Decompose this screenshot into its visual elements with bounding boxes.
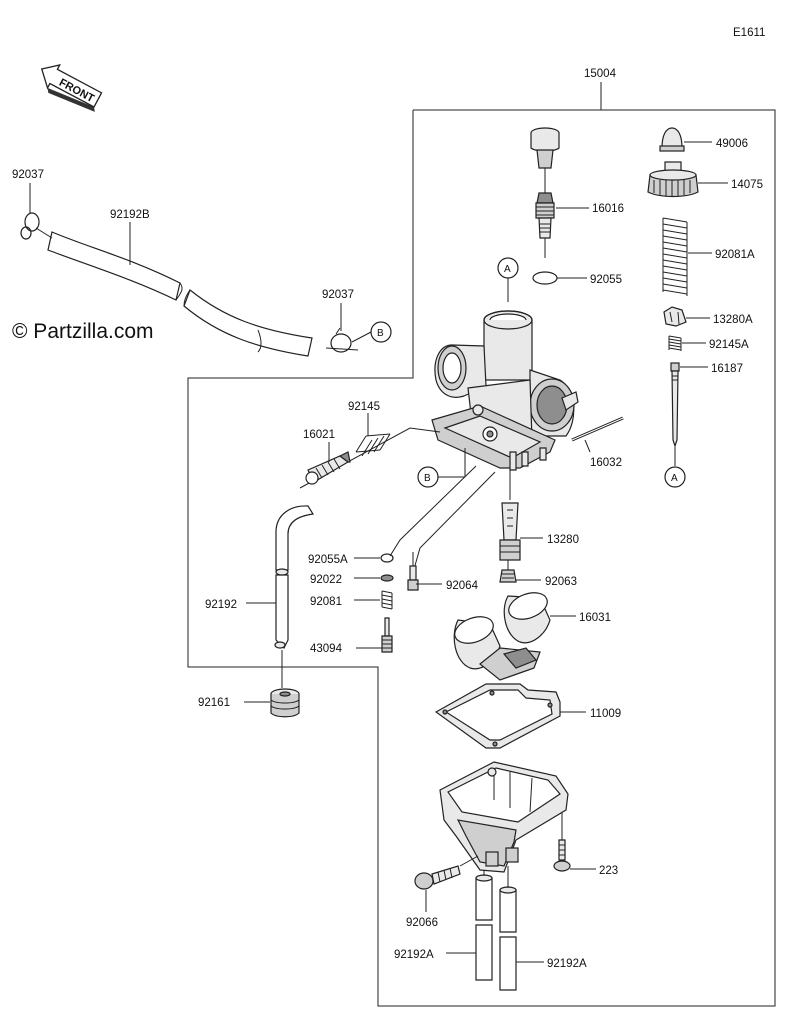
ref-marker-b-top-text: B bbox=[377, 328, 384, 339]
drain-screw-92066 bbox=[414, 855, 479, 890]
main-jet-92063 bbox=[499, 560, 517, 583]
label-13280a: 13280A bbox=[713, 314, 753, 326]
label-92192b: 92192B bbox=[110, 209, 150, 221]
retainer-13280a bbox=[663, 306, 687, 327]
label-43094: 43094 bbox=[310, 643, 343, 655]
assembly-frame bbox=[187, 109, 776, 1007]
washer-92022 bbox=[380, 574, 394, 582]
hose-clamp-top bbox=[20, 212, 53, 240]
spring-92145 bbox=[355, 433, 391, 457]
label-92055: 92055 bbox=[590, 274, 622, 286]
label-92145a: 92145A bbox=[709, 339, 749, 351]
assembly-label: 15004 bbox=[584, 68, 617, 80]
label-92145: 92145 bbox=[348, 401, 380, 413]
cap-49006 bbox=[659, 127, 685, 152]
spring-92081a bbox=[662, 217, 688, 296]
jet-92064 bbox=[407, 552, 419, 591]
label-92192a-right: 92192A bbox=[547, 958, 587, 970]
jet-needle-16187 bbox=[670, 362, 680, 448]
label-92161: 92161 bbox=[198, 697, 230, 709]
label-92022: 92022 bbox=[310, 574, 342, 586]
label-16016: 16016 bbox=[592, 203, 624, 215]
label-16032: 16032 bbox=[590, 457, 622, 469]
float-bowl bbox=[439, 761, 569, 873]
oring-92055a bbox=[380, 553, 394, 563]
spring-92145a bbox=[668, 335, 682, 351]
needle-jet-13280 bbox=[499, 470, 521, 561]
gasket-11009 bbox=[434, 683, 561, 749]
float-16031 bbox=[453, 592, 551, 681]
label-92066: 92066 bbox=[406, 917, 438, 929]
ref-marker-a-right bbox=[664, 466, 686, 488]
ref-marker-b-body-text: B bbox=[424, 473, 431, 484]
label-92064: 92064 bbox=[446, 580, 479, 592]
label-92037-mid: 92037 bbox=[322, 289, 354, 301]
ref-marker-b-top bbox=[370, 321, 392, 343]
front-direction-arrow: FRONT bbox=[40, 64, 103, 112]
label-16031: 16031 bbox=[579, 612, 611, 624]
oring-92055 bbox=[532, 271, 558, 285]
breather-hose bbox=[47, 231, 313, 357]
pilot-screw-16021 bbox=[305, 451, 351, 485]
watermark: © Partzilla.com bbox=[12, 320, 154, 343]
carburetor-body bbox=[431, 310, 579, 471]
label-92192: 92192 bbox=[205, 599, 237, 611]
label-14075: 14075 bbox=[731, 179, 763, 191]
label-16021: 16021 bbox=[303, 429, 335, 441]
diagram-code: E1611 bbox=[733, 27, 765, 39]
ref-marker-a-right-text: A bbox=[671, 473, 678, 484]
plunger-16016 bbox=[530, 127, 560, 258]
cap-92161 bbox=[270, 688, 300, 718]
screw-43094 bbox=[381, 617, 393, 653]
ref-marker-a-top-text: A bbox=[504, 264, 511, 275]
spring-92081 bbox=[381, 590, 393, 610]
label-223: 223 bbox=[599, 865, 618, 877]
label-13280: 13280 bbox=[547, 534, 579, 546]
hose-92192 bbox=[274, 505, 315, 650]
label-92063: 92063 bbox=[545, 576, 577, 588]
label-11009: 11009 bbox=[590, 708, 621, 720]
top-cap-14075 bbox=[647, 161, 699, 198]
hose-clamp-mid bbox=[325, 327, 359, 353]
hoses-92192a bbox=[475, 866, 517, 991]
label-92192a-left: 92192A bbox=[394, 949, 434, 961]
label-92037-top: 92037 bbox=[12, 169, 44, 181]
screw-223 bbox=[553, 812, 571, 872]
label-49006: 49006 bbox=[716, 138, 748, 150]
label-92081a: 92081A bbox=[715, 249, 755, 261]
label-16187: 16187 bbox=[711, 363, 743, 375]
label-92055a: 92055A bbox=[308, 554, 348, 566]
label-92081: 92081 bbox=[310, 596, 342, 608]
